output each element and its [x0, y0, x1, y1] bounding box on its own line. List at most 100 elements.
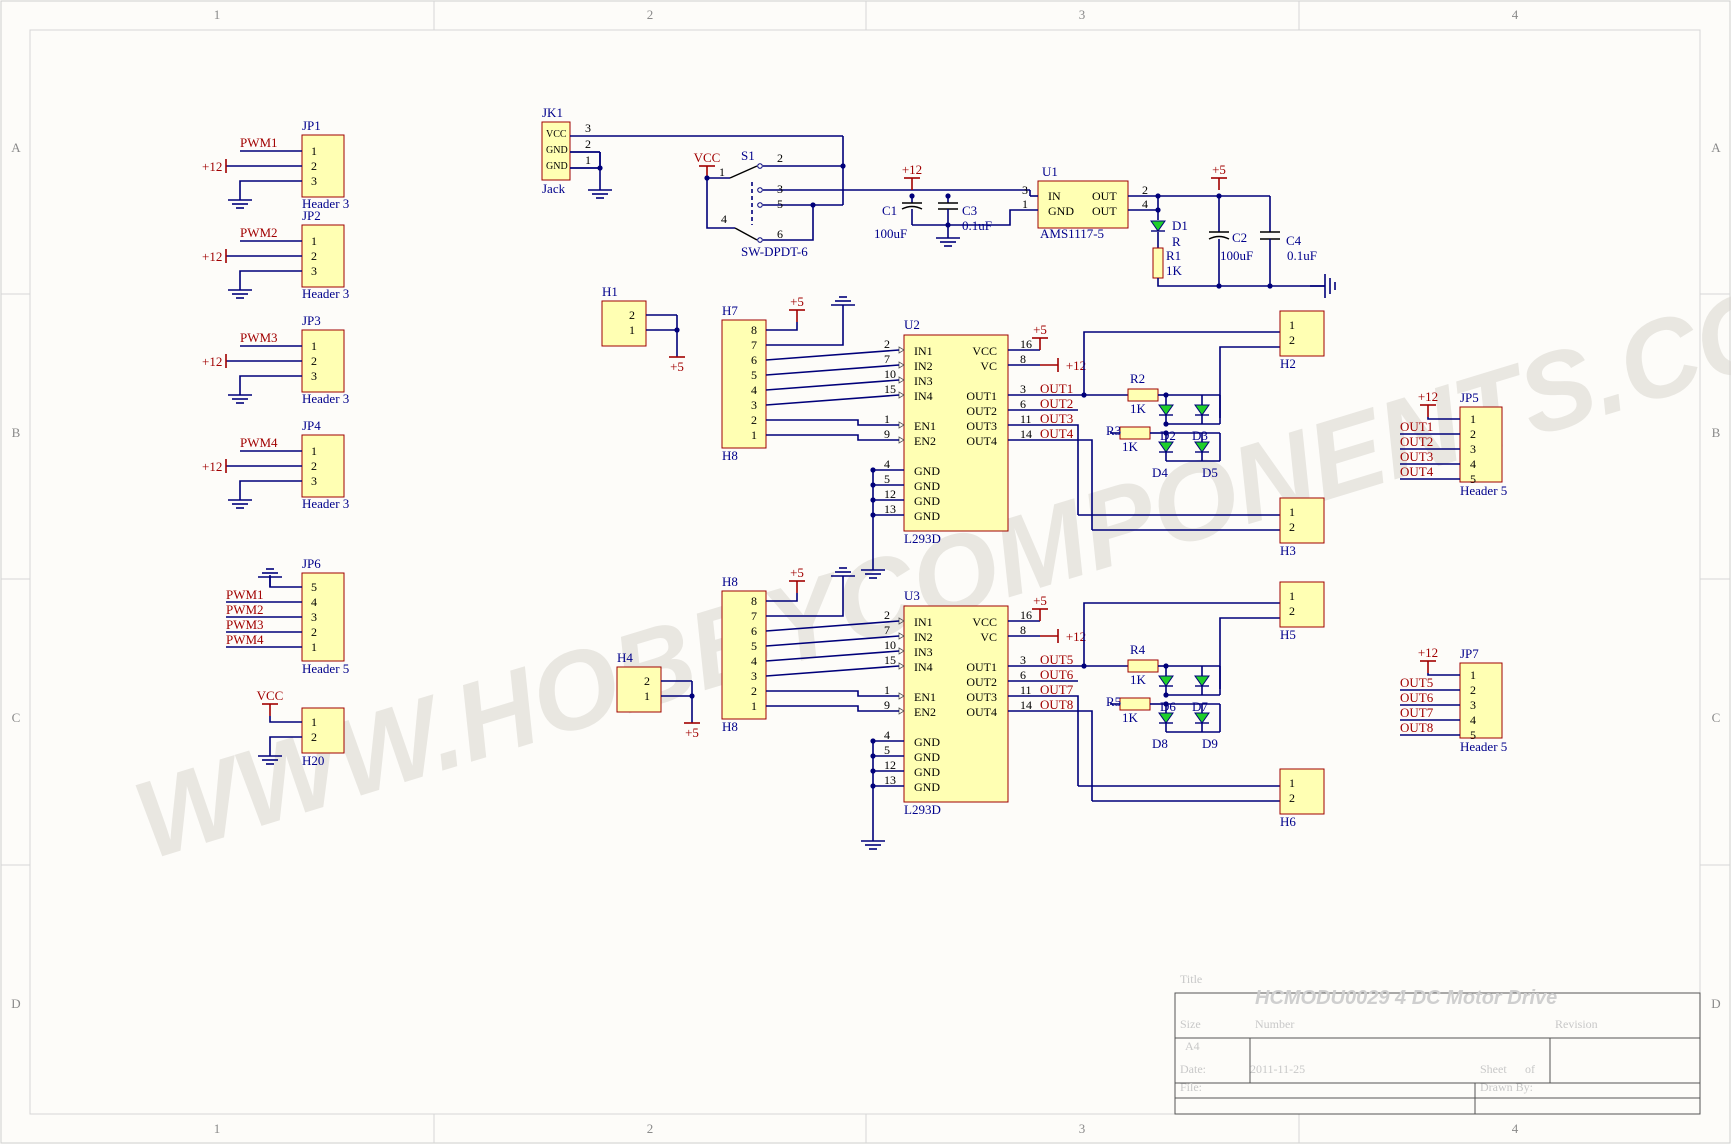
pwm-net-label: PWM4: [240, 435, 278, 450]
zone-col-bottom: 2: [647, 1121, 654, 1136]
output-net-label: OUT6: [1040, 667, 1074, 682]
size-label: Size: [1180, 1017, 1201, 1031]
header3-body: [301, 224, 345, 288]
pin-number: 1: [884, 412, 890, 426]
header-type: Header 3: [302, 286, 349, 301]
power-label: +12: [1418, 645, 1438, 660]
connector-body: [301, 707, 345, 754]
ic-pin-label: OUT4: [966, 705, 997, 719]
output-net-label: OUT8: [1400, 720, 1433, 735]
led-ref: D9: [1202, 736, 1218, 751]
ic-pin-label: IN2: [914, 630, 933, 644]
pin-number: 7: [884, 352, 890, 366]
cap-ref: C3: [962, 203, 977, 218]
wire-segment: [765, 665, 900, 677]
header-type: Header 3: [302, 496, 349, 511]
pin-number: 1: [311, 234, 317, 248]
sheet-label: Sheet: [1480, 1062, 1507, 1076]
cap-ref: C2: [1232, 230, 1247, 245]
connector-ref: H4: [617, 650, 633, 665]
pin-number: 1: [719, 165, 725, 179]
zone-col-bottom: 1: [214, 1121, 221, 1136]
pin-number: 6: [1020, 668, 1026, 682]
zone-col-bottom: 3: [1079, 1121, 1086, 1136]
jack-pin-label: VCC: [546, 129, 567, 140]
resistor-value: 1K: [1122, 439, 1139, 454]
resistor-ref: R3: [1106, 423, 1121, 438]
header5-body: [1459, 662, 1503, 739]
ic-gnd-label: GND: [914, 780, 940, 794]
header-ref: JP7: [1460, 646, 1479, 661]
resistor-body: [1127, 388, 1159, 402]
pin-number: 15: [884, 653, 896, 667]
connector-ref: H3: [1280, 543, 1296, 558]
wire-segment: [765, 650, 900, 662]
header5-body: [301, 572, 345, 662]
date-value: 2011-11-25: [1250, 1062, 1305, 1076]
pin-number: 13: [884, 773, 896, 787]
pin-number: 5: [1470, 472, 1476, 486]
resistor-body: [1152, 247, 1164, 279]
zone-col-top: 4: [1512, 7, 1519, 22]
header-type: Header 3: [302, 196, 349, 211]
pin-number: 2: [311, 159, 317, 173]
connector-ref: H6: [1280, 814, 1296, 829]
header-ref: JP4: [302, 418, 321, 433]
wire-segment: [1040, 424, 1079, 515]
header-type: Header 5: [1460, 483, 1507, 498]
ic-pin-label: VCC: [972, 615, 997, 629]
pwm-net-label: PWM1: [240, 135, 278, 150]
pin-number: 2: [777, 151, 783, 165]
pin-number: 2: [884, 337, 890, 351]
wire-segment: [765, 379, 900, 391]
cap-value: 100uF: [1220, 248, 1253, 263]
ic-pin-label: OUT2: [966, 404, 997, 418]
led-ref: D3: [1192, 428, 1208, 443]
pin-number: 5: [311, 580, 317, 594]
header-ref: JP5: [1460, 390, 1479, 405]
pin-number: 1: [1289, 505, 1295, 519]
ic-pin-label: IN4: [914, 389, 933, 403]
ic-pin-label: OUT1: [966, 389, 997, 403]
pin-number: 13: [884, 502, 896, 516]
wire-segment: [239, 375, 302, 385]
junction-dot: [1163, 421, 1169, 427]
connector-ref: H20: [302, 753, 324, 768]
wire-segment: [269, 716, 302, 723]
pin-number: 1: [1470, 412, 1476, 426]
ic-ref: U2: [904, 317, 920, 332]
cap-ref: C4: [1286, 233, 1302, 248]
switch-contact: [757, 163, 763, 169]
power-label: +12: [202, 249, 222, 264]
pin-label-in: IN: [1048, 189, 1061, 203]
l293d-body: [903, 334, 1009, 532]
pin-number: 8: [751, 594, 757, 608]
wire-segment: [1040, 695, 1079, 786]
wire-segment: [706, 178, 735, 229]
output-net-label: OUT2: [1040, 396, 1073, 411]
header-ref: H7: [722, 303, 738, 318]
pin-number: 2: [585, 137, 591, 151]
led-ref: D5: [1202, 465, 1218, 480]
wire-segment: [765, 394, 900, 406]
pin-number: 5: [751, 368, 757, 382]
pin-number: 2: [644, 674, 650, 688]
ic-type: L293D: [904, 531, 941, 546]
pin-number: 6: [777, 227, 783, 241]
wire-segment: [1427, 417, 1460, 420]
ic-gnd-label: GND: [914, 509, 940, 523]
pin-number: 3: [585, 121, 591, 135]
wire-segment: [239, 180, 302, 190]
pin-number: 5: [1470, 728, 1476, 742]
pin-number: 2: [1470, 427, 1476, 441]
header8-body: [721, 319, 767, 449]
pin-number: 2: [1289, 520, 1295, 534]
pin-number: 2: [1289, 604, 1295, 618]
cap-value: 0.1uF: [1287, 248, 1317, 263]
